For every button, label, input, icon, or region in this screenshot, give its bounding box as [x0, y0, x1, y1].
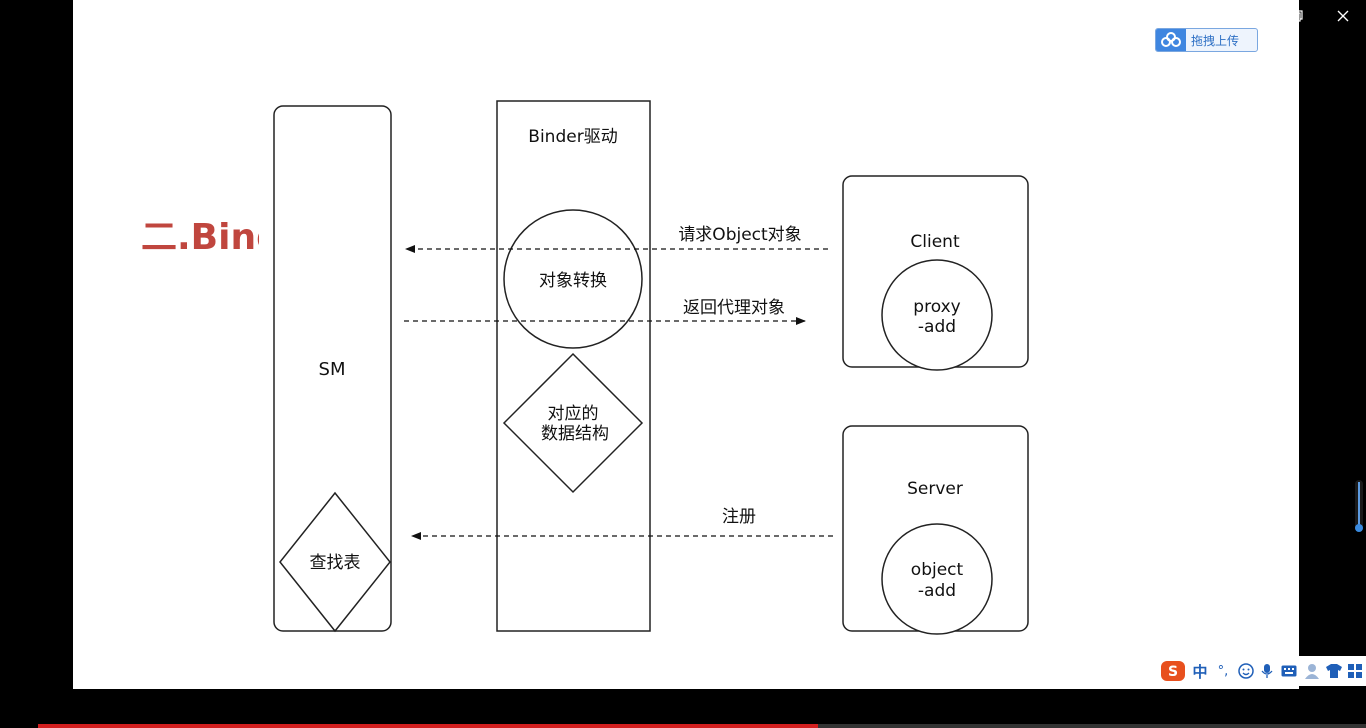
- object-label-line2: -add: [918, 581, 956, 601]
- slide-title: 二.Binder: [141, 217, 259, 258]
- data-structure-label-line2: 数据结构: [541, 424, 609, 444]
- volume-slider-knob[interactable]: [1355, 524, 1363, 532]
- data-structure-label-line1: 对应的: [548, 404, 599, 424]
- client-label: Client: [910, 232, 960, 252]
- minimize-button[interactable]: [1228, 0, 1274, 32]
- keyboard-icon[interactable]: [1279, 661, 1299, 681]
- object-convert-circle: [503, 209, 643, 349]
- video-progress-played[interactable]: [38, 724, 818, 728]
- lookup-table-label: 查找表: [310, 553, 361, 573]
- drag-upload-label: 拖拽上传: [1191, 34, 1240, 48]
- sm-box: [273, 105, 392, 632]
- emoji-icon[interactable]: [1236, 661, 1256, 681]
- return-arrow-label: 返回代理对象: [683, 298, 785, 318]
- volume-slider[interactable]: [1355, 480, 1363, 532]
- binder-driver-label: Binder驱动: [528, 127, 617, 147]
- proxy-label-line2: -add: [918, 317, 956, 337]
- skin-shirt-icon[interactable]: [1324, 661, 1344, 681]
- request-arrow-label: 请求Object对象: [678, 225, 801, 245]
- binder-driver-box: [496, 100, 651, 632]
- microphone-icon[interactable]: [1258, 661, 1276, 681]
- user-icon[interactable]: [1302, 661, 1322, 681]
- sogou-logo-icon[interactable]: S: [1160, 661, 1186, 681]
- data-structure-diamond: [502, 352, 644, 494]
- object-label-line1: object: [911, 560, 964, 580]
- close-icon: [1337, 10, 1349, 22]
- close-button[interactable]: [1320, 0, 1366, 32]
- slide: [73, 0, 1299, 689]
- minimize-icon: [1246, 15, 1256, 17]
- cloud-upload-icon: [1156, 29, 1186, 51]
- object-circle: [881, 523, 993, 635]
- server-label: Server: [907, 479, 963, 499]
- sm-label: SM: [319, 359, 346, 380]
- proxy-circle: [881, 259, 993, 371]
- restore-icon: [1291, 10, 1303, 22]
- toolbox-grid-icon[interactable]: [1346, 661, 1364, 681]
- ime-toolbar: S 中 °,: [1158, 656, 1366, 686]
- drag-upload-button[interactable]: 拖拽上传: [1155, 28, 1258, 52]
- volume-slider-rail: [1358, 482, 1360, 526]
- video-progress-remaining[interactable]: [818, 724, 1366, 728]
- register-arrow-label: 注册: [722, 507, 756, 527]
- object-convert-label: 对象转换: [539, 271, 607, 291]
- ime-punct-toggle[interactable]: °,: [1217, 663, 1229, 679]
- svg-text:S: S: [1168, 664, 1178, 680]
- proxy-label-line1: proxy: [913, 297, 960, 317]
- restore-button[interactable]: [1274, 0, 1320, 32]
- ime-mode-toggle[interactable]: 中: [1192, 662, 1208, 681]
- lookup-table-diamond: [279, 491, 391, 633]
